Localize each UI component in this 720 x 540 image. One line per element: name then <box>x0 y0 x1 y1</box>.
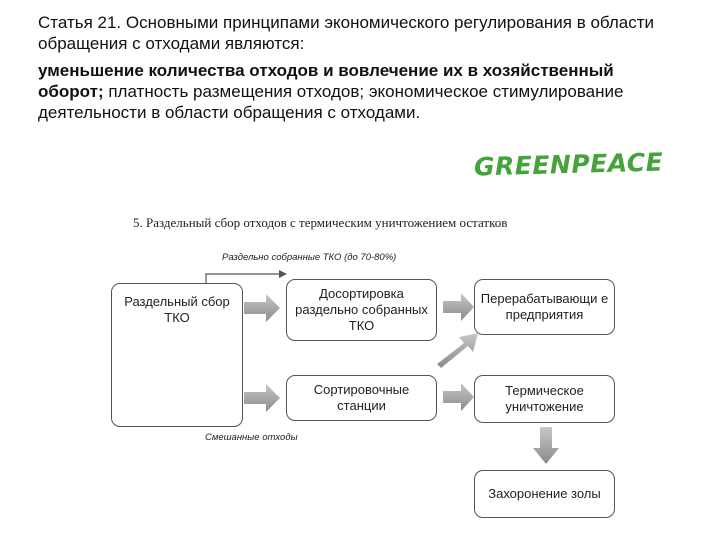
note-separately-collected: Раздельно собранные ТКО (до 70-80%) <box>222 252 397 263</box>
flow-line-separately-collected <box>205 273 279 283</box>
arrow-to-sorting-stations <box>244 384 280 412</box>
box-processing-plants: Перерабатывающи е предприятия <box>474 279 615 335</box>
article-text: Статья 21. Основными принципами экономич… <box>38 12 678 123</box>
arrow-to-ash-disposal <box>533 427 559 464</box>
arrow-to-thermal <box>443 383 474 411</box>
arrow-sorting-to-processing <box>437 333 478 368</box>
box-ash-disposal: Захоронение золы <box>474 470 615 518</box>
diagram-title: 5. Раздельный сбор отходов с термическим… <box>133 215 508 230</box>
article-paragraph-2: уменьшение количества отходов и вовлечен… <box>38 60 678 123</box>
article-paragraph-2-rest: платность размещения отходов; экономичес… <box>38 82 624 122</box>
box-sorting-stations: Сортировочные станции <box>286 375 437 421</box>
note-mixed-waste: Смешанные отходы <box>205 432 298 443</box>
box-additional-sorting: Досортировка раздельно собранных ТКО <box>286 279 437 341</box>
arrow-to-processing <box>443 293 474 321</box>
arrow-to-additional-sorting <box>244 294 280 322</box>
flow-line-arrowhead <box>279 270 287 278</box>
box-thermal-destruction: Термическое уничтожение <box>474 375 615 423</box>
article-paragraph-1: Статья 21. Основными принципами экономич… <box>38 13 655 53</box>
box-separate-collection: Раздельный сбор ТКО <box>111 283 243 427</box>
article-paragraph-2-bold: уменьшение количества отходов и вовлечен… <box>38 61 614 101</box>
